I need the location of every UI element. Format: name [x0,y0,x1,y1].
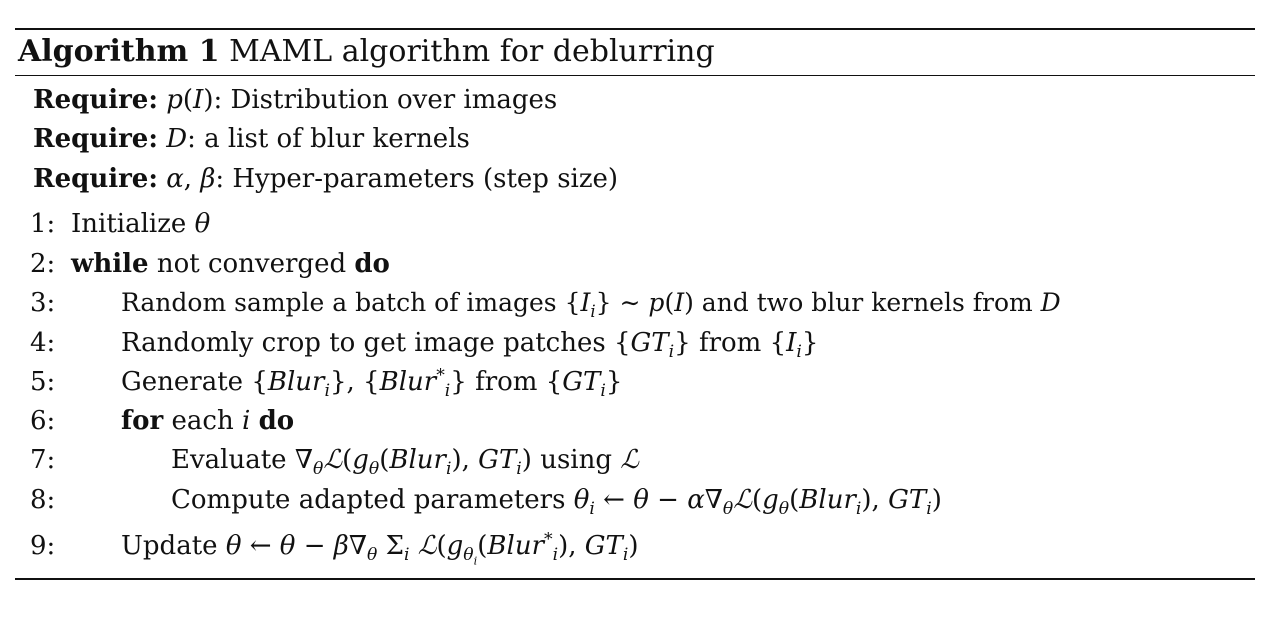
line-number: 2: [30,249,56,279]
algorithm-line-1: Initialize θ [71,209,211,239]
require-hyperparams: Require: α, β: Hyper-parameters (step si… [33,161,618,197]
line-number: 5: [30,367,56,397]
require-kernels: Require: D: a list of blur kernels [33,121,470,157]
require-distribution-math: p(I) [166,85,214,115]
algorithm-label: Algorithm 1 [18,34,220,69]
algorithm-title: MAML algorithm for deblurring [229,34,715,69]
line-number: 3: [30,288,56,318]
algorithm-line-3: Random sample a batch of images {Ii} ∼ p… [121,288,1061,321]
algorithm-line-7: Evaluate ∇θℒ(gθ(Bluri), GTi) using ℒ [171,445,639,480]
algorithm-line-6: for each i do [121,406,295,436]
algorithm-line-5: Generate {Bluri}, {Blur*i} from {GTi} [121,365,623,402]
top-rule [15,28,1255,30]
line-number: 1: [30,209,56,239]
line-number: 8: [30,485,56,515]
algorithm-line-2: while not converged do [71,249,390,279]
require-distribution-text: : Distribution over images [213,85,558,115]
line-number: 4: [30,328,56,358]
caption-rule [15,75,1255,76]
require-keyword: Require: [33,85,158,115]
algorithm-line-9: Update θ ← θ − β∇θ Σi ℒ(gθi(Blur*i), GTi… [121,529,639,568]
require-distribution: Require: p(I): Distribution over images [33,82,557,118]
require-keyword: Require: [33,124,158,154]
require-keyword: Require: [33,164,158,194]
require-kernels-math: D [166,124,188,154]
algorithm-caption: Algorithm 1 MAML algorithm for deblurrin… [18,30,715,74]
require-hyperparams-text: : Hyper-parameters (step size) [215,164,619,194]
require-kernels-text: : a list of blur kernels [187,124,470,154]
algorithm-line-4: Randomly crop to get image patches {GTi}… [121,328,819,363]
algorithm-line-8: Compute adapted parameters θi ← θ − α∇θℒ… [171,485,942,520]
bottom-rule [15,578,1255,580]
require-hyperparams-math: α, β [166,164,216,194]
line-number: 7: [30,445,56,475]
line-number: 6: [30,406,56,436]
line-number: 9: [30,531,56,561]
